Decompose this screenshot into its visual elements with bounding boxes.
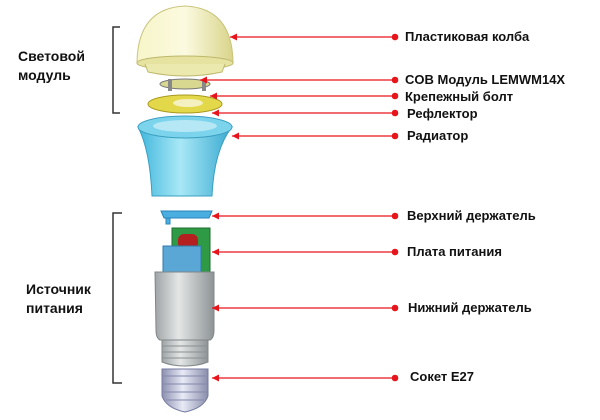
arrowhead-icon <box>212 212 219 220</box>
callout-dot <box>391 92 399 100</box>
lower-holder <box>154 271 215 367</box>
bracket-power-supply <box>112 212 122 384</box>
label-upper-holder: Верхний держатель <box>407 208 536 223</box>
radiator <box>137 115 234 197</box>
label-cob-module: COB Модуль LEMWM14X <box>405 72 566 87</box>
label-socket: Сокет E27 <box>410 369 475 384</box>
callout-arrows <box>200 33 399 382</box>
group-label-power-supply: Источник питания <box>26 280 91 318</box>
upper-holder <box>160 210 213 225</box>
callout-dot <box>391 374 399 382</box>
group-line: Световой <box>18 48 85 64</box>
label-lower-holder: Нижний держатель <box>408 300 532 315</box>
label-plastic-bulb: Пластиковая колба <box>405 29 530 44</box>
bracket-light-module <box>112 26 120 114</box>
callout-dot <box>391 132 399 140</box>
callout-dot <box>391 248 399 256</box>
callout-dot <box>391 109 399 117</box>
callout-dot <box>391 304 399 312</box>
arrowhead-icon <box>212 109 219 117</box>
arrowhead-icon <box>200 76 207 84</box>
cob-module <box>159 78 211 91</box>
label-mounting-bolt: Крепежный болт <box>405 89 514 104</box>
callout-dot <box>391 33 399 41</box>
label-power-board: Плата питания <box>407 244 502 259</box>
arrowhead-icon <box>210 92 217 100</box>
power-board <box>162 227 211 277</box>
arrowhead-icon <box>212 304 219 312</box>
socket-e27 <box>161 368 209 413</box>
arrowhead-icon <box>212 374 219 382</box>
group-line: питания <box>26 300 83 316</box>
plastic-bulb <box>136 5 234 77</box>
label-reflector: Рефлектор <box>407 106 478 121</box>
group-line: Источник <box>26 281 91 297</box>
arrowhead-icon <box>212 248 219 256</box>
callout-dot <box>391 212 399 220</box>
group-label-light-module: Световой модуль <box>18 47 85 85</box>
arrowhead-icon <box>232 132 239 140</box>
callout-dot <box>391 76 399 84</box>
reflector <box>147 94 223 114</box>
arrowhead-icon <box>230 33 237 41</box>
group-line: модуль <box>18 67 71 83</box>
label-radiator: Радиатор <box>407 128 469 143</box>
